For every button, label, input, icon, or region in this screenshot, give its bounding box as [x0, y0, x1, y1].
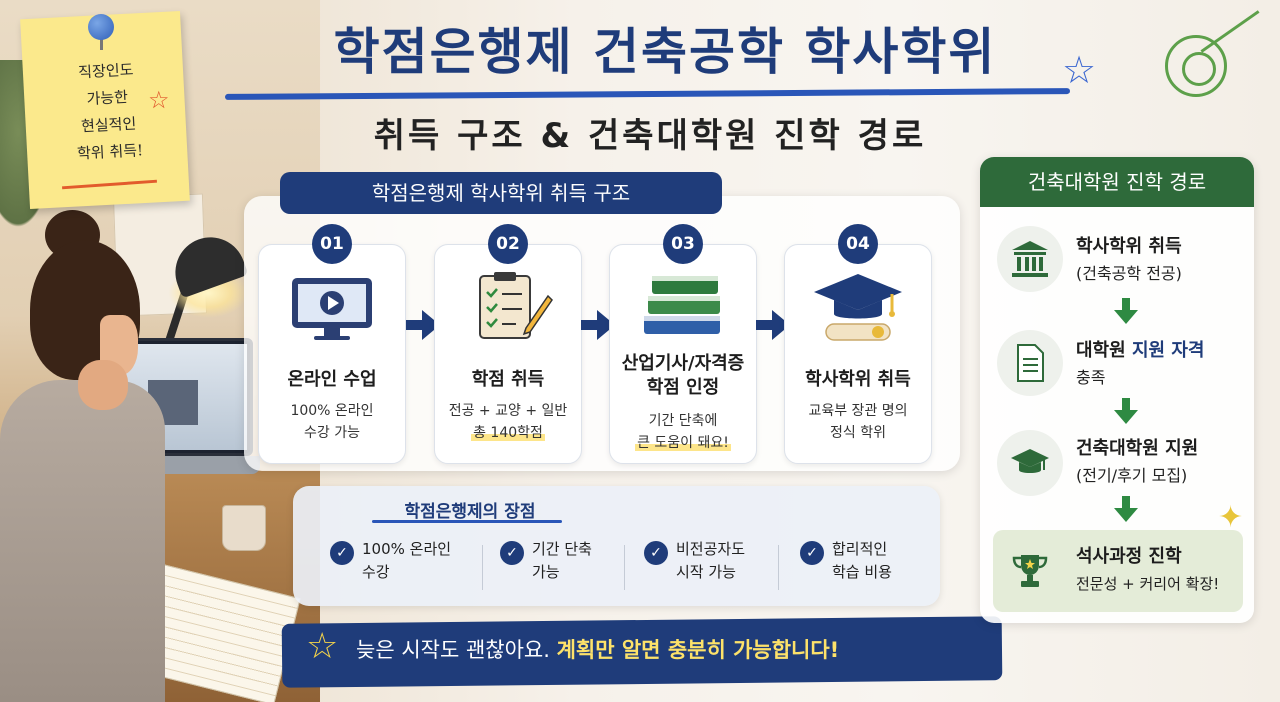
sparkle-icon: ✦ — [1218, 500, 1244, 535]
advantages-heading: 학점은행제의 장점 — [404, 502, 536, 522]
advantage-4-line1: 합리적인 — [832, 540, 888, 558]
advantages-underline — [372, 520, 562, 523]
path-step-1-title: 학사학위 취득 — [1076, 236, 1182, 257]
advantages-panel — [293, 486, 940, 606]
step-desc-2b: 총 140학점 — [434, 422, 582, 444]
path-step-2-title-a: 대학원 — [1076, 340, 1132, 361]
structure-heading: 학점은행제 학사학위 취득 구조 — [280, 172, 722, 214]
monitor-play-icon — [290, 276, 374, 346]
target-icon — [1165, 35, 1227, 97]
divider — [482, 545, 483, 590]
bank-building-icon — [997, 226, 1063, 292]
step-title-4: 학사학위 취득 — [805, 369, 911, 390]
path-heading: 건축대학원 진학 경로 — [980, 157, 1254, 207]
step-number-1: 01 — [312, 224, 352, 264]
path-step-2-title-b: 지원 자격 — [1131, 340, 1205, 361]
main-title: 학점은행제 건축공학 학사학위 — [333, 23, 997, 81]
step-desc-4a: 교육부 장관 명의 — [808, 403, 908, 419]
check-circle-icon: ✓ — [330, 541, 354, 565]
star-doodle-icon: ☆ — [148, 86, 170, 114]
subtitle: 취득 구조 & 건축대학원 진학 경로 — [373, 116, 927, 156]
path-step-4-title: 석사과정 진학 — [1076, 546, 1182, 567]
path-step-3-sub: (전기/후기 모집) — [1076, 466, 1188, 485]
step-desc-4b: 정식 학위 — [830, 425, 886, 441]
clipboard-checklist-icon — [474, 270, 554, 346]
advantage-3-line1: 비전공자도 — [676, 540, 746, 558]
path-step-1-sub: (건축공학 전공) — [1076, 264, 1182, 283]
step-title-3b: 학점 인정 — [646, 377, 720, 398]
graduation-cap-diploma-icon — [812, 270, 904, 350]
path-step-4-sub: 전문성 + 커리어 확장! — [1076, 575, 1220, 593]
pushpin-needle — [100, 36, 103, 50]
highlight-140-credits: 총 140학점 — [471, 425, 545, 441]
check-circle-icon: ✓ — [644, 541, 668, 565]
advantage-3-line2: 시작 가능 — [676, 563, 736, 581]
step-title-3a: 산업기사/자격증 — [621, 353, 745, 374]
title-underline — [224, 88, 1071, 100]
advantage-2-line2: 가능 — [532, 563, 560, 581]
advantage-2-line1: 기간 단축 — [532, 540, 592, 558]
books-stack-icon — [640, 274, 726, 342]
star-icon: ☆ — [306, 626, 339, 667]
path-step-2-sub: 충족 — [1076, 368, 1106, 387]
step-desc-3b: 큰 도움이 돼요! — [609, 432, 757, 454]
banner-text-plain: 늦은 시작도 괜찮아요. — [356, 638, 550, 662]
highlight-big-help: 큰 도움이 돼요! — [635, 435, 731, 451]
pushpin-icon — [88, 14, 114, 40]
step-desc-1b: 수강 가능 — [304, 425, 360, 441]
step-desc-3a: 기간 단축에 — [648, 413, 718, 429]
path-step-2-title: 대학원 지원 자격 — [1076, 338, 1246, 364]
step-number-4: 04 — [838, 224, 878, 264]
check-circle-icon: ✓ — [800, 541, 824, 565]
step-number-2: 02 — [488, 224, 528, 264]
step-title-2: 학점 취득 — [471, 369, 545, 390]
divider — [778, 545, 779, 590]
student-body — [0, 380, 165, 702]
step-title-1: 온라인 수업 — [287, 369, 377, 390]
step-number-3: 03 — [663, 224, 703, 264]
graduation-cap-icon — [997, 430, 1063, 496]
document-icon — [997, 330, 1063, 396]
trophy-icon — [997, 538, 1063, 604]
advantage-1-line2: 수강 — [362, 563, 390, 581]
mug-image — [222, 505, 266, 551]
banner-text: 늦은 시작도 괜찮아요. 계획만 알면 충분히 가능합니다! — [356, 634, 839, 664]
banner-text-highlight: 계획만 알면 충분히 가능합니다! — [556, 638, 840, 662]
arrow-down-icon — [1114, 496, 1138, 522]
advantage-1-line1: 100% 온라인 — [362, 540, 452, 558]
dart-arrow-icon — [1200, 10, 1260, 53]
path-step-3-title: 건축대학원 지원 — [1076, 438, 1199, 459]
step-desc-1a: 100% 온라인 — [290, 403, 374, 419]
arrow-down-icon — [1114, 298, 1138, 324]
check-circle-icon: ✓ — [500, 541, 524, 565]
arrow-down-icon — [1114, 398, 1138, 424]
divider — [624, 545, 625, 590]
advantage-4-line2: 학습 비용 — [832, 563, 892, 581]
step-desc-2a: 전공 + 교양 + 일반 — [448, 403, 568, 419]
star-doodle-icon: ☆ — [1062, 48, 1097, 92]
student-hand — [78, 360, 128, 410]
